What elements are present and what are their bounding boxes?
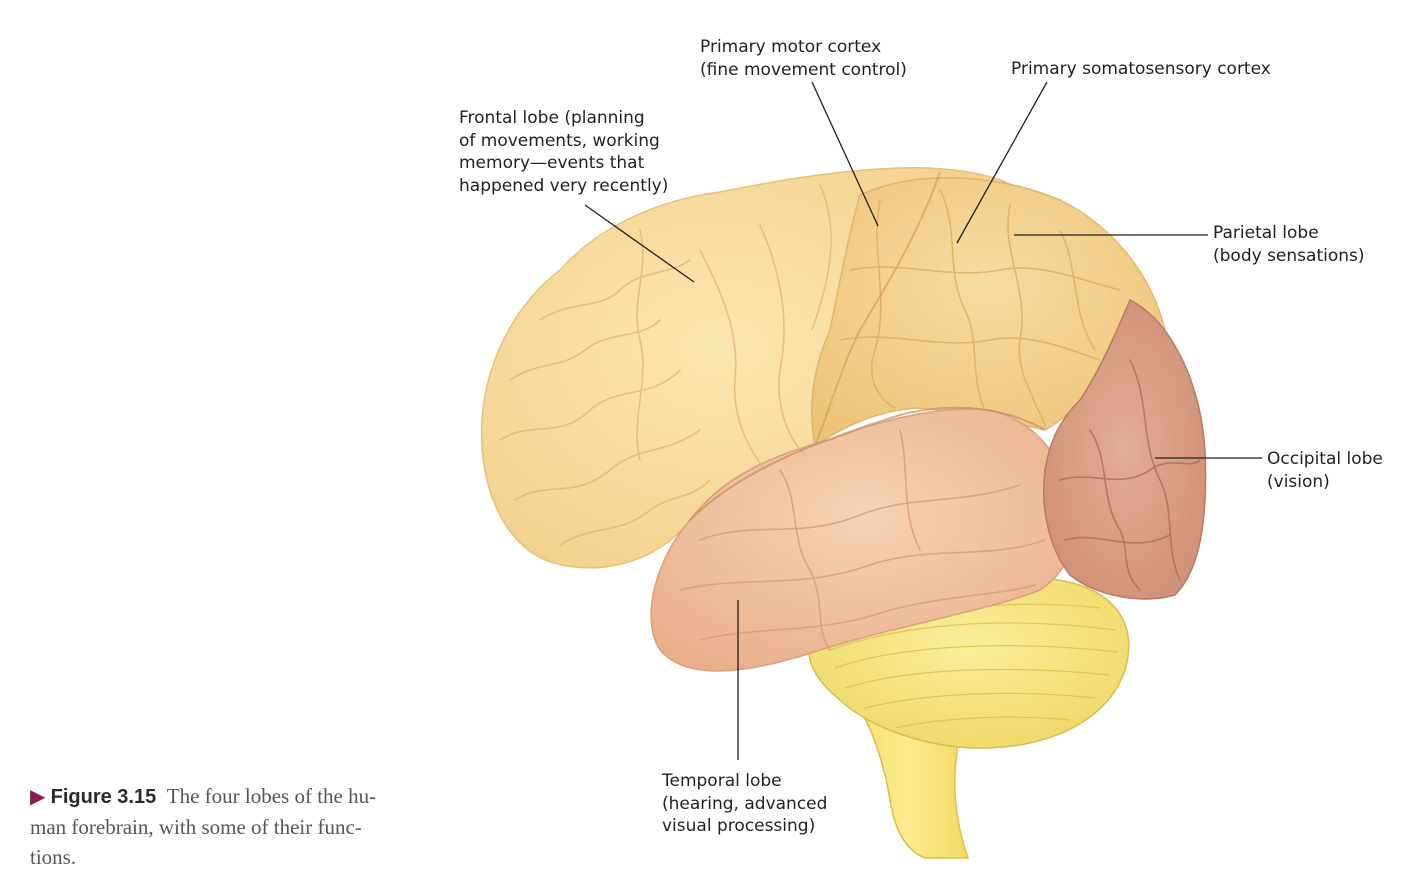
label-temporal-lobe: Temporal lobe (hearing, advanced visual … — [662, 771, 828, 836]
caption-line-2: man forebrain, with some of their func- — [30, 815, 362, 839]
occipital-lobe — [1042, 298, 1207, 600]
figure-caption: ▶ Figure 3.15 The four lobes of the hu- … — [30, 781, 420, 872]
label-primary-somatosensory-cortex: Primary somatosensory cortex — [1011, 59, 1271, 79]
leader-frontal — [584, 204, 695, 283]
caption-marker-icon: ▶ — [30, 784, 46, 808]
caption-line-3: tions. — [30, 845, 77, 869]
leader-somato — [956, 81, 1048, 244]
label-primary-motor-cortex: Primary motor cortex (fine movement cont… — [700, 37, 907, 80]
caption-line-1: The four lobes of the hu- — [166, 784, 377, 808]
label-occipital-lobe: Occipital lobe (vision) — [1267, 449, 1383, 492]
label-frontal-lobe: Frontal lobe (planning of movements, wor… — [459, 108, 669, 196]
figure-number: Figure 3.15 — [50, 786, 157, 808]
leader-motor — [811, 81, 879, 227]
label-parietal-lobe: Parietal lobe (body sensations) — [1213, 223, 1365, 266]
